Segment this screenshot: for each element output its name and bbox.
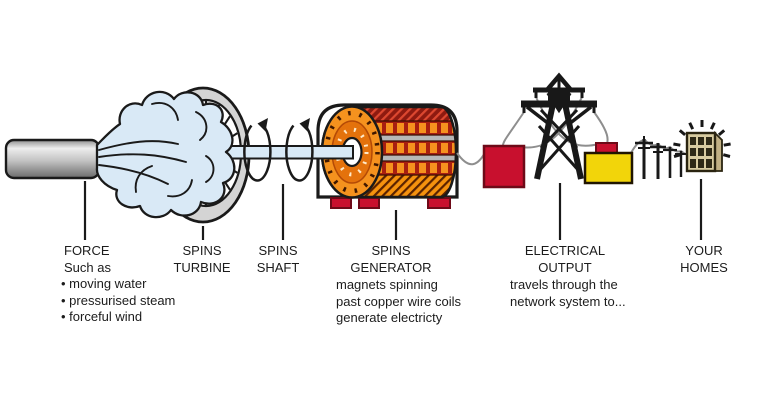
your-homes-label: YOUR HOMES — [664, 243, 744, 276]
spins-generator-label: SPINS GENERATOR — [326, 243, 456, 276]
generator-heading-line1: SPINS — [371, 243, 411, 258]
output-desc-line2: network system to... — [510, 293, 626, 309]
generator-desc-line3: generate electricty — [336, 310, 443, 325]
spins-turbine-label: SPINS TURBINE — [152, 243, 252, 276]
diagram-canvas — [4, 72, 731, 240]
turbine-heading-line1: SPINS — [182, 243, 222, 258]
output-heading-line2: OUTPUT — [538, 259, 592, 275]
utility-poles-icon — [635, 136, 687, 179]
pipe-nozzle-icon — [4, 138, 101, 180]
transformer-red-icon — [482, 144, 526, 189]
transformer-yellow-icon — [583, 142, 634, 185]
force-bullet-3: • forceful wind — [61, 309, 143, 324]
generator-heading-line2: GENERATOR — [350, 259, 432, 275]
force-bullet-2: • pressurised steam — [61, 292, 176, 308]
shaft-heading-line2: SHAFT — [256, 259, 300, 275]
force-heading-line2: Such as — [64, 259, 111, 275]
transmission-tower-icon — [521, 72, 597, 180]
pointer-lines — [83, 179, 703, 240]
homes-heading-line2: HOMES — [680, 259, 728, 275]
home-icon — [673, 120, 731, 173]
output-desc-line1: travels through the — [510, 277, 618, 292]
spins-shaft-label: SPINS SHAFT — [238, 243, 318, 276]
shaft-heading-line1: SPINS — [258, 243, 298, 258]
electrical-output-label: ELECTRICAL OUTPUT — [507, 243, 623, 276]
electrical-output-description: travels through the network system to... — [510, 277, 650, 310]
homes-heading-line1: YOUR — [685, 243, 723, 258]
generator-icon — [316, 103, 459, 209]
generator-desc-line2: past copper wire coils — [336, 293, 461, 309]
force-label: FORCE Such as • moving water • pressuris… — [61, 243, 175, 326]
turbine-heading-line2: TURBINE — [173, 259, 231, 275]
generator-description: magnets spinning past copper wire coils … — [336, 277, 481, 327]
rotation-arrows-icon — [243, 118, 314, 182]
force-bullet-1: • moving water — [61, 276, 147, 291]
generator-desc-line1: magnets spinning — [336, 277, 438, 292]
output-heading-line1: ELECTRICAL — [524, 243, 606, 258]
force-heading-line1: FORCE — [64, 243, 110, 258]
water-spray-icon — [95, 90, 236, 219]
